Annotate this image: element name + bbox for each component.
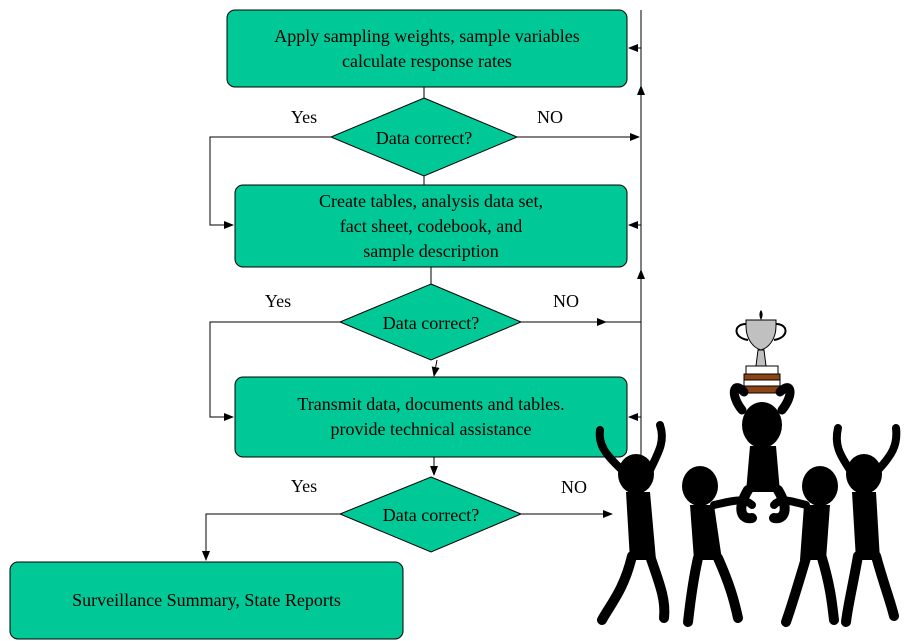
process-box-2-line-2: fact sheet, codebook, and [339,215,523,236]
diamond2-to-box3 [431,359,440,377]
process-box-3-line-1: Transmit data, documents and tables. [297,394,565,414]
decision-2-label: Data correct? [382,313,480,333]
process-box-1-text: Apply sampling weights, sample variables… [227,10,627,87]
decision-1-no-label: NO [537,107,563,127]
decision-1-yes-label: Yes [290,107,318,127]
decision-diamond-3 [338,476,523,553]
process-box-3 [234,376,628,458]
yes-path-1 [209,136,331,229]
yes-path-2 [209,321,340,421]
process-box-3-line-2: provide technical assistance [330,419,532,439]
process-box-2-text: Create tables, analysis data set, fact s… [235,185,627,267]
decision-3-no-label: NO [561,477,587,497]
process-box-4-text: Surveillance Summary, State Reports [10,562,403,639]
decision-2-yes-label: Yes [264,291,292,311]
process-box-4-line-1: Surveillance Summary, State Reports [72,590,341,610]
decision-2-no-label: NO [553,291,579,311]
process-box-4 [9,561,404,640]
decision-3-yes-label: Yes [290,476,318,496]
process-box-1-line-2: calculate response rates [342,50,512,71]
yes-path-3 [202,513,340,561]
trophy-icon [735,310,787,394]
decision-diamond-2 [338,283,523,361]
process-box-3-text: Transmit data, documents and tables. pro… [235,377,627,457]
process-box-2-line-1: Create tables, analysis data set, [319,190,543,211]
celebration-clipart [595,310,901,627]
process-box-1-line-1: Apply sampling weights, sample variables [274,25,580,46]
decision-1-label: Data correct? [375,128,473,148]
process-box-1 [226,9,628,88]
process-box-2-line-3: sample description [363,240,499,261]
decision-3-label: Data correct? [382,505,480,525]
